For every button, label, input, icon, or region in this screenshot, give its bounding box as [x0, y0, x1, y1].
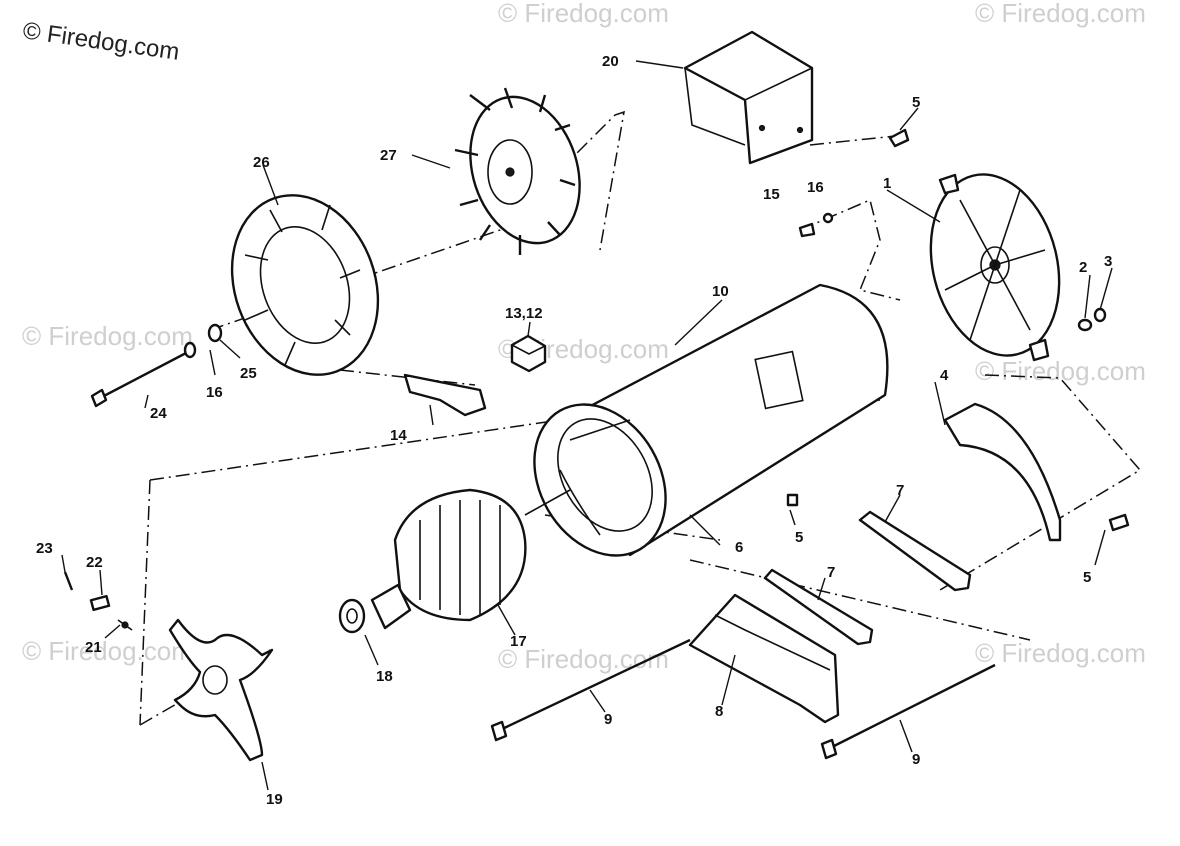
callout-7a: 7 — [896, 482, 904, 499]
part-small-hardware — [63, 571, 133, 631]
callout-27: 27 — [380, 147, 397, 164]
part-base-bracket — [688, 593, 840, 724]
callout-21: 21 — [85, 639, 102, 656]
callout-20: 20 — [602, 53, 619, 70]
brand-label: © Firedog.com — [21, 17, 181, 66]
part-clip-bracket — [403, 373, 487, 417]
callout-10: 10 — [712, 283, 729, 300]
watermark: © Firedog.com — [498, 644, 669, 674]
part-mount-bracket — [943, 402, 1062, 542]
callout-7b: 7 — [827, 564, 835, 581]
part-strap-lower — [763, 568, 874, 646]
part-tie-rod-right — [820, 663, 996, 760]
callout-labels: 20 27 26 5 15 16 1 2 3 10 13,12 4 25 16 … — [36, 53, 1112, 808]
part-end-plate — [168, 618, 274, 762]
part-screws — [786, 128, 1130, 532]
watermark: © Firedog.com — [22, 321, 193, 351]
callout-16b: 16 — [206, 384, 223, 401]
callout-pointers — [61, 60, 1113, 791]
callout-15: 15 — [763, 186, 780, 203]
callout-26: 26 — [253, 154, 270, 171]
callout-8: 8 — [715, 703, 723, 720]
part-bearing — [338, 583, 412, 634]
callout-5: 5 — [912, 94, 920, 111]
callout-4: 4 — [940, 367, 949, 384]
watermarks: © Firedog.com © Firedog.com © Firedog.co… — [22, 0, 1146, 674]
part-rotor — [393, 488, 571, 622]
part-tie-rod-left — [490, 638, 691, 742]
part-fan — [454, 87, 581, 255]
part-strap-upper — [858, 510, 972, 592]
callout-23: 23 — [36, 540, 53, 557]
watermark: © Firedog.com — [975, 0, 1146, 28]
part-top-cover — [683, 30, 814, 165]
callout-19: 19 — [266, 791, 283, 808]
part-long-bolt — [90, 323, 223, 408]
callout-22: 22 — [86, 554, 103, 571]
part-end-bell — [929, 173, 1061, 362]
callout-5b: 5 — [795, 529, 803, 546]
callout-17: 17 — [510, 633, 527, 650]
callout-14: 14 — [390, 427, 407, 444]
watermark: © Firedog.com — [975, 356, 1146, 386]
part-fan-shroud — [230, 194, 380, 376]
callout-3: 3 — [1104, 253, 1112, 270]
callout-18: 18 — [376, 668, 393, 685]
callout-25: 25 — [240, 365, 257, 382]
watermark: © Firedog.com — [975, 638, 1146, 668]
callout-24: 24 — [150, 405, 167, 422]
callout-6: 6 — [735, 539, 743, 556]
callout-9a: 9 — [604, 711, 612, 728]
callout-16: 16 — [807, 179, 824, 196]
callout-5c: 5 — [1083, 569, 1091, 586]
callout-13-12: 13,12 — [505, 305, 543, 322]
callout-1: 1 — [883, 175, 891, 192]
callout-9b: 9 — [912, 751, 920, 768]
callout-2: 2 — [1079, 259, 1087, 276]
watermark: © Firedog.com — [498, 0, 669, 28]
part-motor-housing — [533, 283, 889, 557]
watermark: © Firedog.com — [22, 636, 193, 666]
